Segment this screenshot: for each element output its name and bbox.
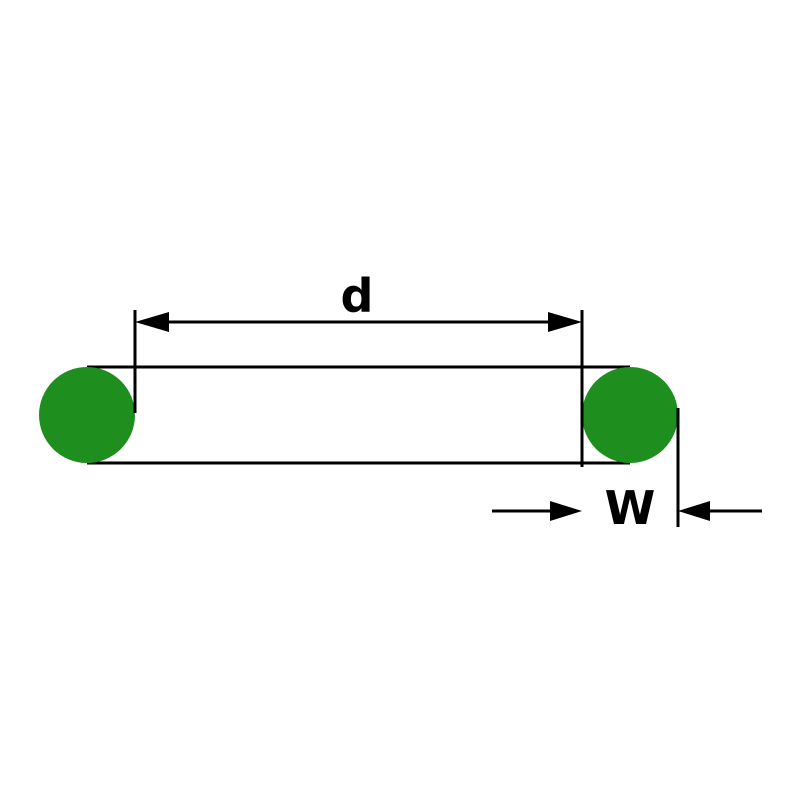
arrow-inward-left-icon bbox=[678, 501, 710, 521]
cross-section-width-label: W bbox=[605, 481, 656, 535]
arrow-right-icon bbox=[548, 312, 582, 332]
arrow-left-icon bbox=[135, 312, 169, 332]
inner-diameter-label: d bbox=[341, 269, 374, 323]
arrow-inward-right-icon bbox=[550, 501, 582, 521]
oring-cross-section-left bbox=[39, 367, 135, 463]
oring-cross-section-right bbox=[582, 367, 678, 463]
